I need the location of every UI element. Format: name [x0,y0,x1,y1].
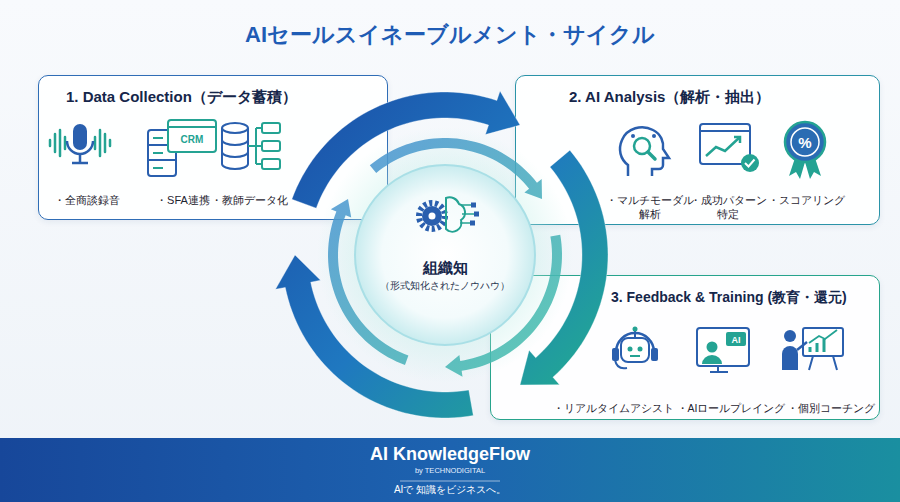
icon-label: % [798,135,811,150]
brand-byline: by TECHNODIGITAL [415,466,485,475]
panel-heading: 2. AI Analysis（解析・抽出） [569,88,770,107]
stage-panel: 1. Data Collection（データ蓄積） ・全商談録音 ・SFA連携・教師… [38,75,388,220]
item-label: ・教師データ化 [211,194,288,208]
diagram-title: AIセールスイネーブルメント・サイクル [0,20,900,50]
core-circle [355,165,535,345]
item-label: ・マルチモーダル 解析 [600,194,700,222]
stage-panel: 2. AI Analysis（解析・抽出） ・マルチモーダル 解析・成功パターン … [515,75,880,225]
footer-band: AI KnowledgeFlowby TECHNODIGITAL AIで 知識をビ… [0,438,900,502]
center-title: 組織知 [423,259,468,278]
item-label: ・SFA連携 [156,194,210,208]
item-label: ・全商談録音 [54,194,120,208]
stage-panel: 3. Feedback & Training (教育・還元) ・リアルタイムアシス… [490,275,880,420]
panel-heading: 3. Feedback & Training (教育・還元) [611,289,847,307]
center-subtitle: （形式知化されたノウハウ） [380,280,510,292]
item-label: ・リアルタイムアシスト [553,402,674,415]
item-label: ・個別コーチング [787,402,875,415]
icon-label: CRM [181,135,204,145]
brand-tagline: AIで 知識をビジネスへ。 [394,484,506,497]
item-label: ・AIロールプレイング [677,402,786,415]
circle-outline [353,163,537,347]
icon-label: AI [732,335,741,344]
knowledge-circle: 組織知 （形式知化されたノウハウ） [353,163,537,347]
item-label: ・成功パターン 特定 [678,194,778,222]
item-label: ・スコアリング [768,194,845,208]
brand-name: AI KnowledgeFlow [370,443,530,466]
panel-heading: 1. Data Collection（データ蓄積） [66,88,297,107]
